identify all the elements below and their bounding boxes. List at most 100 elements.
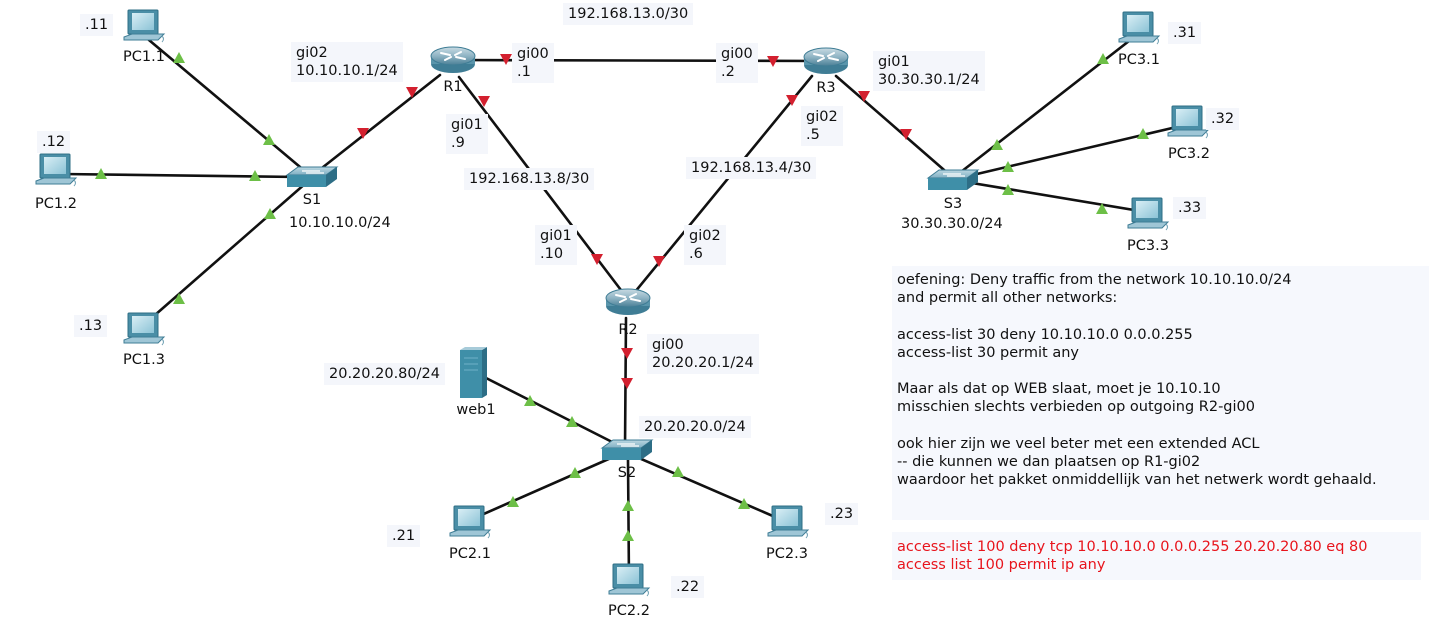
link-down-marker — [621, 348, 633, 359]
interface-address: 10.10.10.1/24 — [296, 63, 398, 79]
link-pc32-s3 — [958, 123, 1187, 180]
server-web1-ip: 20.20.20.80/24 — [324, 363, 445, 385]
link-up-marker — [524, 395, 536, 406]
interface-address: .5 — [806, 127, 820, 143]
interface-name: gi00 — [517, 46, 549, 62]
pc-2-3-label: PC2.3 — [766, 546, 808, 562]
pc-2-3-icon[interactable] — [767, 505, 809, 539]
interface-r3-gi00-label: gi00.2 — [716, 43, 758, 83]
router-r3-label: R3 — [816, 80, 836, 96]
interface-r3-gi02-label: gi02 .5 — [801, 106, 843, 146]
pc-2-1-ip: .21 — [387, 525, 421, 547]
pc-1-3-label: PC1.3 — [123, 352, 165, 368]
link-pc21-s2 — [468, 452, 622, 522]
link-down-marker — [621, 378, 633, 389]
network-r3-r2-label: 192.168.13.4/30 — [686, 157, 817, 179]
link-group — [60, 32, 1187, 584]
interface-name: gi02 — [806, 109, 838, 125]
switch-s2-icon[interactable] — [601, 439, 653, 461]
interface-name: gi01 — [540, 228, 572, 244]
pc-2-2-ip: .22 — [671, 576, 705, 598]
switch-s3-icon[interactable] — [927, 169, 979, 191]
link-pc23-s2 — [630, 453, 784, 522]
interface-name: gi02 — [689, 228, 721, 244]
switch-s1-icon[interactable] — [286, 166, 338, 188]
interface-r2-gi01-label: gi01 .10 — [535, 225, 577, 265]
pc-1-3-icon[interactable] — [123, 312, 165, 346]
interface-r2-gi00-label: gi00 20.20.20.1/24 — [647, 334, 759, 374]
network-r1-r3-label: 192.168.13.0/30 — [563, 3, 694, 25]
pc-3-3-label: PC3.3 — [1127, 238, 1169, 254]
note-line: oefening: Deny traffic from the network … — [897, 272, 1292, 288]
link-r1-s1 — [311, 73, 442, 177]
acl-line: access-list 100 deny tcp 10.10.10.0 0.0.… — [897, 539, 1368, 555]
interface-name: gi02 — [296, 45, 328, 61]
pc-3-2-icon[interactable] — [1167, 105, 1209, 139]
note-line: access-list 30 deny 10.10.10.0 0.0.0.255 — [897, 326, 1193, 343]
link-pc33-s3 — [958, 179, 1148, 214]
interface-address: .1 — [517, 64, 531, 80]
interface-address: 20.20.20.1/24 — [652, 355, 754, 371]
link-up-marker — [738, 498, 750, 509]
link-r3-s3 — [834, 74, 953, 178]
note-line: ook hier zijn we veel beter met een exte… — [897, 435, 1260, 452]
interface-r1-gi00-label: gi00 .1 — [512, 43, 554, 83]
note-line: -- die kunnen we dan plaatsen op R1-gi02 — [897, 453, 1201, 470]
link-pc31-s3 — [955, 32, 1140, 177]
interface-r2-gi02-label: gi02.6 — [684, 225, 726, 265]
note-line: and permit all other networks: — [897, 290, 1118, 307]
router-r1-label: R1 — [443, 79, 463, 95]
pc-1-1-icon[interactable] — [123, 9, 165, 43]
pc-3-2-label: PC3.2 — [1168, 146, 1210, 162]
acl-line: access list 100 permit ip any — [897, 557, 1106, 574]
router-r3-icon[interactable] — [803, 47, 849, 75]
pc-2-2-icon[interactable] — [608, 563, 650, 597]
link-up-marker — [263, 134, 275, 145]
link-up-marker — [672, 466, 684, 477]
note-line — [897, 307, 1424, 325]
pc-3-3-ip: .33 — [1173, 197, 1207, 219]
interface-name: gi00 — [652, 337, 684, 353]
pc-1-1-ip: .11 — [80, 14, 114, 36]
pc-1-3-ip: .13 — [74, 315, 108, 337]
interface-address: .2 — [721, 64, 735, 80]
note-line — [897, 417, 1424, 435]
link-web1-s2 — [484, 376, 624, 449]
pc-3-3-icon[interactable] — [1127, 197, 1169, 231]
interface-address: .10 — [540, 246, 564, 262]
pc-2-3-ip: .23 — [825, 503, 859, 525]
switch-s3-label: S3 — [943, 196, 963, 212]
pc-3-1-icon[interactable] — [1118, 11, 1160, 45]
pc-2-2-label: PC2.2 — [608, 603, 650, 619]
pc-1-1-label: PC1.1 — [123, 49, 165, 65]
pc-1-2-ip: .12 — [37, 131, 71, 153]
network-s2-label: 20.20.20.0/24 — [639, 416, 751, 438]
interface-r1-gi02-label: gi02 10.10.10.1/24 — [291, 42, 403, 82]
note-line — [897, 362, 1424, 380]
network-s3-label: 30.30.30.0/24 — [901, 216, 1003, 232]
link-down-marker — [653, 256, 665, 267]
interface-r3-gi01-label: gi01 30.30.30.1/24 — [873, 51, 985, 91]
link-down-markers — [357, 54, 912, 389]
link-up-marker — [622, 530, 634, 541]
pc-2-1-label: PC2.1 — [449, 546, 491, 562]
router-r2-icon[interactable] — [605, 288, 651, 316]
pc-1-2-icon[interactable] — [35, 153, 77, 187]
server-web1-icon[interactable] — [459, 346, 488, 399]
link-pc22-s2 — [626, 458, 631, 584]
interface-address: 30.30.30.1/24 — [878, 72, 980, 88]
network-s1-label: 10.10.10.0/24 — [289, 215, 391, 231]
router-r2-label: R2 — [618, 322, 638, 338]
link-up-marker — [622, 500, 634, 511]
note-line: misschien slechts verbieden op outgoing … — [897, 399, 1255, 416]
server-web1-label: web1 — [456, 402, 496, 418]
pc-2-1-icon[interactable] — [449, 505, 491, 539]
interface-name: gi01 — [878, 54, 910, 70]
note-line: Maar als dat op WEB slaat, moet je 10.10… — [897, 381, 1221, 398]
switch-s1-label: S1 — [302, 192, 322, 208]
router-r1-icon[interactable] — [430, 46, 476, 74]
acl-note: access-list 100 deny tcp 10.10.10.0 0.0.… — [892, 532, 1421, 580]
exercise-note: oefening: Deny traffic from the network … — [892, 266, 1429, 520]
pc-1-2-label: PC1.2 — [35, 196, 77, 212]
